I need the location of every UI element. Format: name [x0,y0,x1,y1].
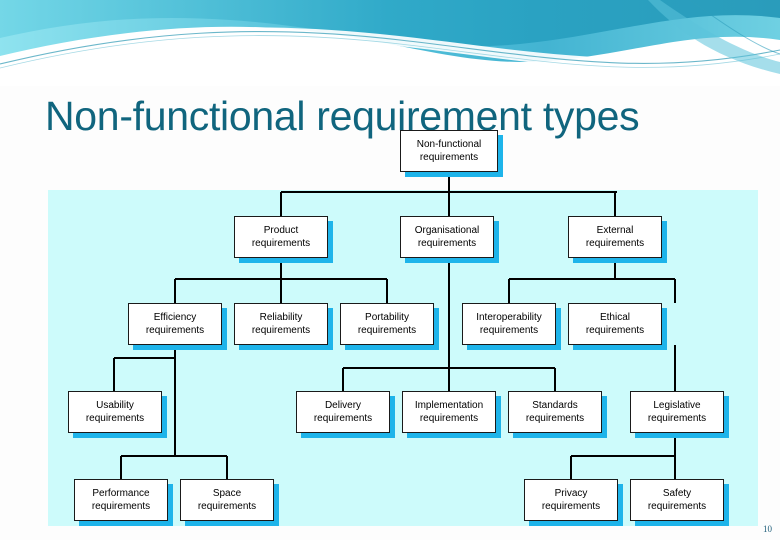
node-organisational[interactable]: Organisational requirements [400,216,494,258]
node-usability[interactable]: Usability requirements [68,391,162,433]
node-root[interactable]: Non-functional requirements [400,130,498,172]
node-label-primary: Organisational [414,225,480,236]
node-label-primary: Space [212,488,242,499]
node-label-primary: Ethical [599,312,630,323]
page-title: Non-functional requirement types [45,93,640,139]
node-delivery[interactable]: Delivery requirements [296,391,390,433]
header-swoosh-svg [0,0,780,86]
node-reliability[interactable]: Reliability requirements [234,303,328,345]
node-label-primary: Portability [365,312,409,323]
node-performance[interactable]: Performance requirements [74,479,168,521]
node-label-secondary: requirements [647,501,707,512]
node-label-primary: Standards [532,400,578,411]
node-label-secondary: requirements [85,413,145,424]
node-portability[interactable]: Portability requirements [340,303,434,345]
node-legislative[interactable]: Legislative requirements [630,391,724,433]
node-label-secondary: requirements [197,501,257,512]
node-label-primary: Performance [92,488,150,499]
node-label-primary: Delivery [324,400,362,411]
node-label-primary: Legislative [653,400,701,411]
node-label-secondary: requirements [417,238,477,249]
node-label-secondary: requirements [419,413,479,424]
node-space[interactable]: Space requirements [180,479,274,521]
page-number: 10 [763,524,772,534]
node-efficiency[interactable]: Efficiency requirements [128,303,222,345]
node-label-primary: Safety [662,488,692,499]
node-product[interactable]: Product requirements [234,216,328,258]
node-privacy[interactable]: Privacy requirements [524,479,618,521]
node-safety[interactable]: Safety requirements [630,479,724,521]
node-label-secondary: requirements [251,238,311,249]
node-label-secondary: requirements [541,501,601,512]
node-label-primary: Non-functional [416,139,482,150]
node-label-secondary: requirements [91,501,151,512]
node-label-secondary: requirements [585,325,645,336]
node-label-primary: Efficiency [153,312,197,323]
node-standards[interactable]: Standards requirements [508,391,602,433]
node-label-primary: External [596,225,634,236]
node-label-secondary: requirements [585,238,645,249]
node-label-primary: Interoperability [476,312,542,323]
node-label-secondary: requirements [313,413,373,424]
node-label-primary: Implementation [414,400,484,411]
node-label-primary: Reliability [259,312,303,323]
node-ethical[interactable]: Ethical requirements [568,303,662,345]
node-label-primary: Product [263,225,299,236]
node-external[interactable]: External requirements [568,216,662,258]
node-label-secondary: requirements [479,325,539,336]
node-label-primary: Privacy [554,488,588,499]
header-swoosh-decoration [0,0,780,86]
node-interoperability[interactable]: Interoperability requirements [462,303,556,345]
node-label-secondary: requirements [647,413,707,424]
node-label-secondary: requirements [145,325,205,336]
node-implementation[interactable]: Implementation requirements [402,391,496,433]
node-label-secondary: requirements [525,413,585,424]
node-label-primary: Usability [96,400,134,411]
node-label-secondary: requirements [419,152,479,163]
node-label-secondary: requirements [251,325,311,336]
node-label-secondary: requirements [357,325,417,336]
